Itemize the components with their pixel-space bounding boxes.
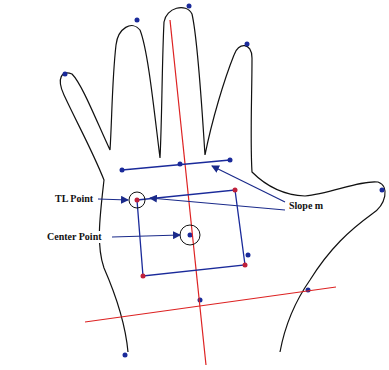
center-circle (180, 225, 200, 245)
slope-line (122, 160, 230, 170)
callout-label: Center Point (46, 231, 103, 243)
callout-label: TL Point (54, 193, 94, 205)
callout-label: Slope m (288, 200, 324, 212)
landmark-dots (63, 4, 385, 358)
red-axis (85, 287, 336, 322)
palm-square (137, 190, 245, 276)
hand-outline (60, 8, 385, 352)
tl-circle (129, 192, 145, 208)
red-axis (170, 20, 206, 365)
leader-arrows (98, 166, 285, 237)
